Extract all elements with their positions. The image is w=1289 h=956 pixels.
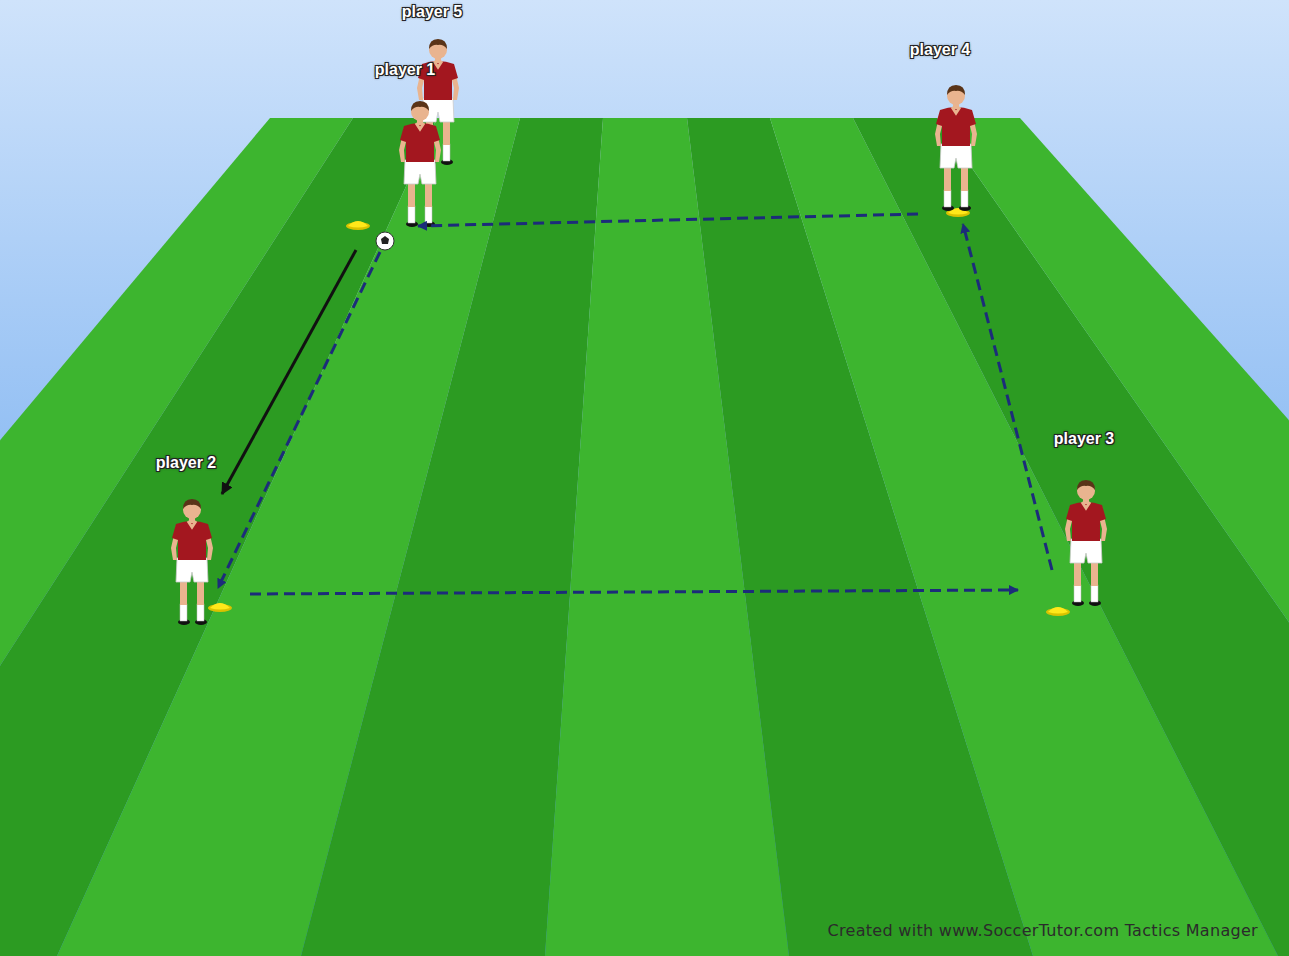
watermark: Created with www.SoccerTutor.com Tactics… [828, 921, 1258, 940]
pitch [0, 118, 1289, 956]
cone [346, 221, 370, 230]
pass-arrow [250, 590, 1018, 594]
pass-arrow [218, 252, 380, 588]
player-label: player 5 [402, 3, 462, 21]
player-label: player 2 [156, 454, 216, 472]
ball [376, 232, 394, 250]
player-figure [399, 101, 441, 227]
player-figure [171, 499, 213, 625]
player-figure [1065, 480, 1107, 606]
player-label: player 4 [910, 41, 970, 59]
pass-arrow [963, 224, 1052, 570]
pass-arrow [418, 214, 918, 226]
player-label: player 3 [1054, 430, 1114, 448]
run-arrow [222, 250, 356, 494]
cone [1046, 607, 1070, 616]
player-label: player 1 [375, 61, 435, 79]
cone [208, 603, 232, 612]
player-figure [935, 85, 977, 211]
pass-lines [218, 214, 1052, 594]
